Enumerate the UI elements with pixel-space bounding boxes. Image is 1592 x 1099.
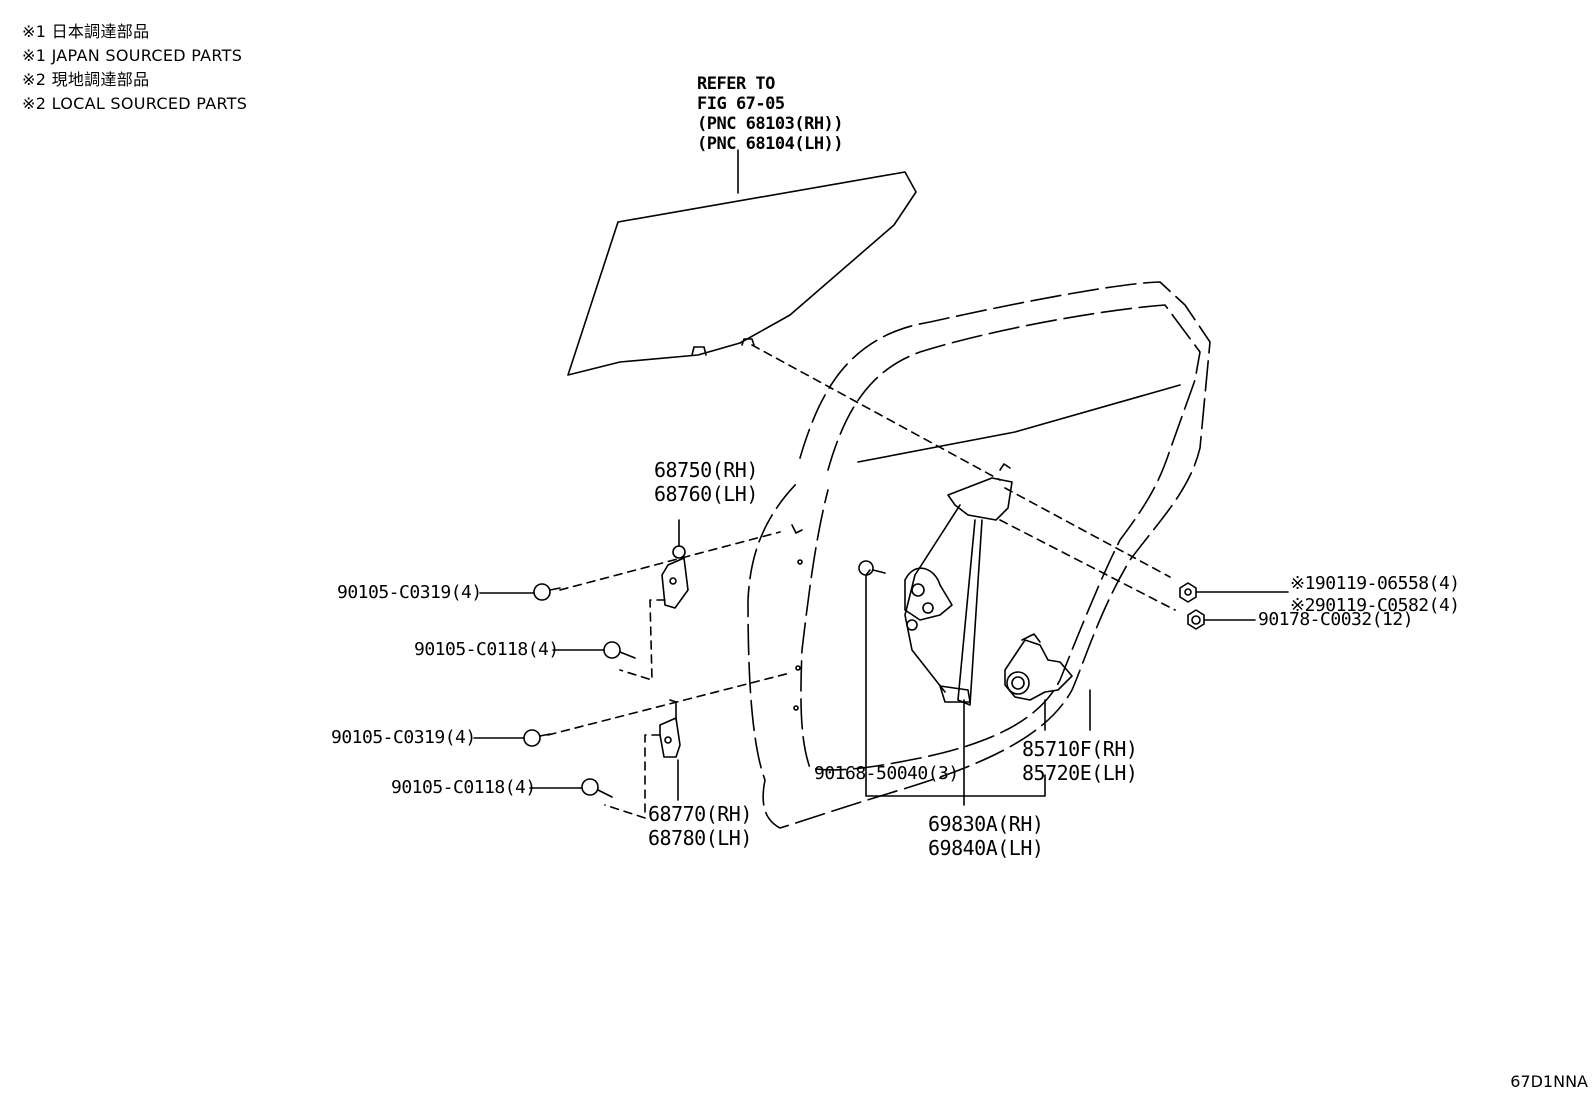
upper-hinge-lh: 68760(LH) [654, 482, 758, 506]
bolt-lower-icon [523, 729, 551, 747]
window-glass [567, 171, 917, 376]
bolt-right-japan: ※190119-06558(4) [1290, 573, 1460, 594]
window-motor [1004, 633, 1073, 701]
door-outline-outer [747, 281, 1211, 829]
belt-line [857, 384, 1181, 463]
bolt-right-icon [1179, 582, 1197, 603]
bolt-upper-small-icon [603, 641, 636, 659]
label-upper-hinge[interactable]: 68750(RH) 68760(LH) [654, 458, 758, 506]
upper-hinge-bracket [619, 599, 666, 681]
bolt-upper-icon [533, 583, 561, 601]
lower-hinge-bracket [604, 734, 661, 819]
motor-lh: 85720E(LH) [1022, 761, 1138, 785]
label-bolt-upper[interactable]: 90105-C0319(4) [337, 582, 482, 603]
bolt-right-local: ※290119-C0582(4) [1290, 595, 1460, 616]
door-outline-inner [800, 304, 1201, 771]
label-bolt-lower-small[interactable]: 90105-C0118(4) [391, 777, 536, 798]
label-bolt-right[interactable]: ※190119-06558(4) ※290119-C0582(4) [1290, 573, 1460, 617]
legend-line-3: ※2 現地調達部品 [22, 70, 150, 89]
figure-code: 67D1NNA [1510, 1072, 1588, 1091]
refer-line-3: (PNC 68103(RH)) [697, 114, 844, 134]
upper-hinge-rh: 68750(RH) [654, 458, 758, 482]
regulator-bracket [865, 569, 1046, 797]
glass-to-regulator-leader [751, 344, 1001, 481]
label-lower-hinge[interactable]: 68770(RH) 68780(LH) [648, 802, 752, 850]
refer-line-4: (PNC 68104(LH)) [697, 134, 844, 154]
legend-line-4: ※2 LOCAL SOURCED PARTS [22, 94, 248, 113]
refer-to-note: REFER TO FIG 67-05 (PNC 68103(RH)) (PNC … [697, 74, 844, 154]
leader-right-bolt [1004, 487, 1171, 578]
regulator-rh: 69830A(RH) [928, 812, 1044, 836]
window-regulator [904, 463, 1013, 706]
glass-clip-1 [691, 346, 707, 356]
regulator-lh: 69840A(LH) [928, 836, 1044, 860]
lower-hinge-rh: 68770(RH) [648, 802, 752, 826]
refer-line-2: FIG 67-05 [697, 94, 785, 114]
label-regulator[interactable]: 69830A(RH) 69840A(LH) [928, 812, 1044, 860]
lower-hinge [659, 699, 681, 758]
legend-line-1: ※1 日本調達部品 [22, 22, 150, 41]
lower-hinge-lh: 68780(LH) [648, 826, 752, 850]
label-bolt-upper-small[interactable]: 90105-C0118(4) [414, 639, 559, 660]
nut-right-icon [1187, 609, 1205, 630]
refer-line-1: REFER TO [697, 74, 775, 94]
label-nut-right[interactable]: 90178-C0032(12) [1258, 609, 1414, 630]
upper-hinge-dash [559, 531, 781, 591]
label-bolt-lower[interactable]: 90105-C0319(4) [331, 727, 476, 748]
legend: ※1 日本調達部品 ※1 JAPAN SOURCED PARTS ※2 現地調達… [22, 20, 247, 116]
label-motor[interactable]: 85710F(RH) 85720E(LH) [1022, 737, 1138, 785]
glass-clip-2 [741, 338, 755, 346]
label-screw[interactable]: 90168-50040(3) [814, 763, 959, 784]
leader-right-nut [999, 519, 1176, 611]
bolt-lower-small-icon [581, 778, 613, 798]
lower-hinge-dash [547, 672, 791, 736]
legend-line-2: ※1 JAPAN SOURCED PARTS [22, 46, 243, 65]
screw-icon [858, 560, 886, 576]
motor-rh: 85710F(RH) [1022, 737, 1138, 761]
upper-hinge [661, 545, 689, 609]
